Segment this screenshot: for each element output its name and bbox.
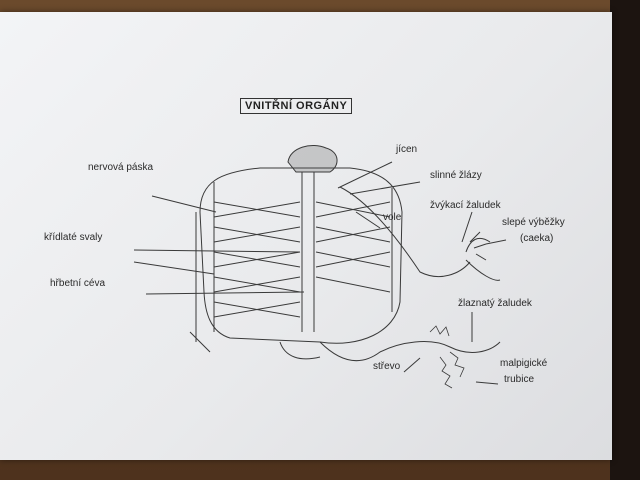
wing-muscles-right <box>315 201 391 293</box>
diagram-title: VNITŘNÍ ORGÁNY <box>240 98 353 114</box>
body-outline <box>199 167 403 344</box>
malpighian-upper <box>429 325 450 337</box>
label-hrbetni-ceva: hřbetní céva <box>50 278 106 289</box>
paper-sheet: VNITŘNÍ ORGÁNY jícen slinné žlázy nervov… <box>0 12 612 460</box>
gut-gizzard <box>465 237 501 281</box>
malpighian-tubules <box>439 351 465 389</box>
nerve-cord <box>189 212 211 353</box>
leader-slepe <box>485 239 507 245</box>
label-slinne-zlazy: slinné žlázy <box>430 170 482 181</box>
label-kridlate-svaly: křídlaté svaly <box>44 232 103 243</box>
label-jicen: jícen <box>396 144 418 155</box>
body-inner <box>213 182 393 332</box>
gut-hindgut <box>279 341 321 360</box>
caeca-lines <box>469 231 487 261</box>
label-nervova-paska: nervová páska <box>88 162 154 173</box>
leader-strevo <box>403 357 421 373</box>
gut-intestine <box>319 341 501 362</box>
head-shape <box>287 145 338 173</box>
leader-malpigicke <box>475 381 499 385</box>
leader-jicen <box>337 161 393 189</box>
leader-slinne <box>349 181 421 195</box>
label-slepe-vybezky: slepé výběžky <box>502 217 565 228</box>
table-shadow <box>610 0 640 480</box>
leader-kridlate1 <box>133 249 301 253</box>
wing-muscles-left <box>213 201 301 318</box>
insect-anatomy-drawing <box>133 145 507 389</box>
dorsal-vessel-line <box>301 172 315 332</box>
gut-crop <box>339 186 471 277</box>
label-strevo: střevo <box>373 361 401 372</box>
label-trubice: trubice <box>504 374 535 385</box>
leader-hrbetni <box>145 291 305 295</box>
label-malpigicke: malpigické <box>500 358 548 369</box>
label-caeka: (caeka) <box>520 233 554 244</box>
leader-vole <box>355 211 381 229</box>
leader-nervova <box>151 195 217 213</box>
label-zvykaci-zaludek: žvýkací žaludek <box>430 200 501 211</box>
label-zlaznaty-zaludek: žlaznatý žaludek <box>458 298 532 309</box>
label-vole: vole <box>383 212 402 223</box>
leader-zvykaci <box>461 211 473 243</box>
leader-kridlate2 <box>133 261 215 275</box>
